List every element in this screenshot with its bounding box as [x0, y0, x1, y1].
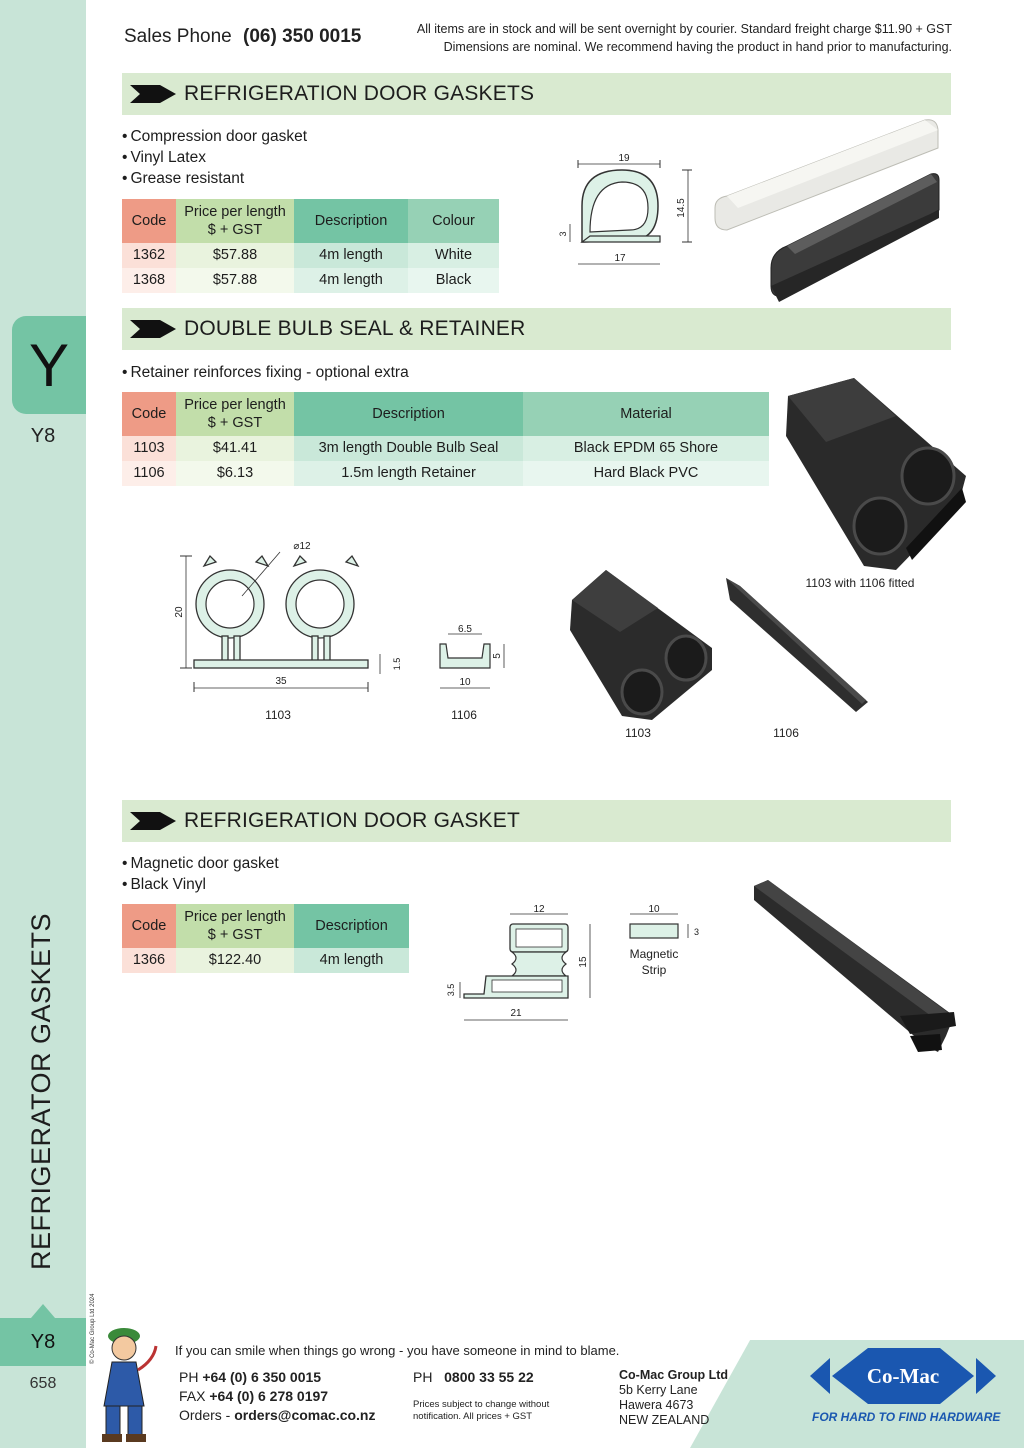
magnetic-strip-label: Magnetic Strip	[629, 947, 679, 977]
dim-top: 6.5	[458, 624, 472, 635]
feature-item: Magnetic door gasket	[122, 853, 278, 874]
diagram-label-1103: 1103	[265, 708, 291, 722]
table-row[interactable]: 1106 $6.13 1.5m length Retainer Hard Bla…	[122, 461, 769, 486]
dim-diameter: ⌀12	[293, 541, 311, 552]
diagram-label-1106: 1106	[451, 708, 477, 722]
footer-fax-number[interactable]: +64 (0) 6 278 0197	[209, 1388, 329, 1404]
dim-width: 35	[275, 676, 287, 687]
orders-email-link[interactable]: orders@comac.co.nz	[234, 1407, 376, 1423]
strip-height: 3	[694, 927, 699, 937]
table-row[interactable]: 1362 $57.88 4m length White	[122, 243, 499, 268]
freephone-number[interactable]: 0800 33 55 22	[444, 1369, 534, 1385]
arrow-icon	[130, 812, 176, 830]
col-price: Price per length$ + GST	[176, 199, 294, 243]
section-title: REFRIGERATION DOOR GASKETS	[184, 82, 535, 105]
company-address: Co-Mac Group Ltd 5b Kerry Lane Hawera 46…	[619, 1368, 729, 1427]
sales-phone-label: Sales Phone	[124, 26, 232, 47]
vertical-category-title: REFRIGERATOR GASKETS	[26, 912, 56, 1270]
sales-phone: Sales Phone (06) 350 0015	[124, 26, 361, 48]
footer-slogan: If you can smile when things go wrong - …	[175, 1343, 620, 1358]
footer-orders: Orders - orders@comac.co.nz	[179, 1407, 376, 1423]
section-tab-letter[interactable]: Y	[12, 316, 86, 414]
notice-line-2: Dimensions are nominal. We recommend hav…	[443, 40, 952, 54]
dim-height: 5	[492, 653, 503, 659]
photo-label-1103: 1103	[625, 726, 651, 740]
dim-height: 14.5	[676, 198, 687, 218]
col-code: Code	[122, 199, 176, 243]
arrow-icon	[130, 85, 176, 103]
feature-item: Compression door gasket	[122, 126, 307, 147]
section-code: Y8	[30, 425, 56, 447]
photo-1103-1106	[570, 570, 868, 720]
col-price: Price per length$ + GST	[176, 392, 294, 436]
page-number: 658	[29, 1375, 57, 1392]
feature-list: Retainer reinforces fixing - optional ex…	[122, 362, 408, 383]
sales-phone-number[interactable]: (06) 350 0015	[243, 26, 362, 47]
col-colour: Colour	[408, 199, 499, 243]
mascot-illustration	[102, 1328, 158, 1442]
strip-width: 10	[648, 904, 660, 915]
stock-notice: All items are in stock and will be sent …	[417, 20, 952, 56]
notice-line-1: All items are in stock and will be sent …	[416, 22, 952, 36]
profile-diagram-1103: ⌀12 20 35 1.5	[174, 541, 402, 692]
table-row[interactable]: 1368 $57.88 4m length Black	[122, 268, 499, 293]
comac-logo[interactable]: Co-Mac	[810, 1344, 996, 1408]
footer-fine-print: Prices subject to change without notific…	[413, 1399, 550, 1422]
footer-phone-number[interactable]: +64 (0) 6 350 0015	[202, 1369, 322, 1385]
table-row[interactable]: 1103 $41.41 3m length Double Bulb Seal B…	[122, 436, 769, 461]
price-table-magnetic-gasket: Code Price per length$ + GST Description…	[122, 904, 409, 973]
photo-1103-with-1106	[786, 378, 966, 570]
table-row[interactable]: 1366 $122.40 4m length	[122, 948, 409, 973]
gasket-photo-white-black	[714, 119, 940, 302]
col-code: Code	[122, 904, 176, 948]
bottom-section-code: Y8	[0, 1318, 86, 1366]
dim-width: 21	[510, 1008, 522, 1019]
dim-width-bottom: 17	[614, 253, 626, 264]
photo-label-1106: 1106	[773, 726, 799, 740]
magnetic-strip-diagram: 10 3	[629, 904, 699, 939]
feature-item: Retainer reinforces fixing - optional ex…	[122, 362, 408, 383]
gasket-photo-magnetic	[754, 880, 956, 1052]
footer-phone: PH +64 (0) 6 350 0015	[179, 1369, 322, 1385]
side-strip	[0, 0, 86, 1448]
col-description: Description	[294, 199, 408, 243]
company-name: Co-Mac Group Ltd	[619, 1368, 729, 1382]
feature-item: Vinyl Latex	[122, 147, 307, 168]
dim-base: 1.5	[392, 658, 402, 671]
col-material: Material	[523, 392, 769, 436]
section-banner-door-gaskets: REFRIGERATION DOOR GASKETS	[122, 73, 951, 115]
bottom-tab-pointer	[31, 1304, 55, 1318]
profile-diagram-1106: 6.5 5 10	[439, 624, 505, 689]
dim-lip: 3.5	[446, 984, 456, 997]
footer-fax: FAX +64 (0) 6 278 0197	[179, 1388, 329, 1404]
dim-top: 12	[533, 904, 545, 915]
section-title: DOUBLE BULB SEAL & RETAINER	[184, 317, 526, 340]
feature-item: Grease resistant	[122, 168, 307, 189]
dim-height: 15	[578, 956, 589, 968]
profile-diagram-1366: 12 15 3.5 21	[446, 904, 591, 1021]
section-banner-magnetic-gasket: REFRIGERATION DOOR GASKET	[122, 800, 951, 842]
feature-item: Black Vinyl	[122, 874, 279, 895]
logo-text: Co-Mac	[867, 1364, 939, 1388]
brand-tagline: FOR HARD TO FIND HARDWARE	[812, 1410, 1001, 1424]
photo-caption: 1103 with 1106 fitted	[805, 576, 915, 590]
dim-width: 10	[459, 677, 471, 688]
col-description: Description	[294, 904, 409, 948]
footer-freephone: PH 0800 33 55 22	[413, 1369, 534, 1385]
col-description: Description	[294, 392, 523, 436]
col-code: Code	[122, 392, 176, 436]
profile-diagram-1362: 19 14.5 3 17	[558, 153, 692, 265]
dim-width-top: 19	[618, 153, 630, 164]
price-table-door-gaskets: Code Price per length$ + GST Description…	[122, 199, 499, 293]
feature-list: Magnetic door gasket Black Vinyl	[122, 853, 279, 895]
feature-list: Compression door gasket Vinyl Latex Grea…	[122, 126, 307, 189]
section-banner-double-bulb: DOUBLE BULB SEAL & RETAINER	[122, 308, 951, 350]
price-table-double-bulb: Code Price per length$ + GST Description…	[122, 392, 769, 486]
dim-lip: 3	[558, 231, 568, 236]
arrow-icon	[130, 320, 176, 338]
dim-height: 20	[174, 606, 185, 618]
section-title: REFRIGERATION DOOR GASKET	[184, 809, 520, 832]
col-price: Price per length$ + GST	[176, 904, 294, 948]
